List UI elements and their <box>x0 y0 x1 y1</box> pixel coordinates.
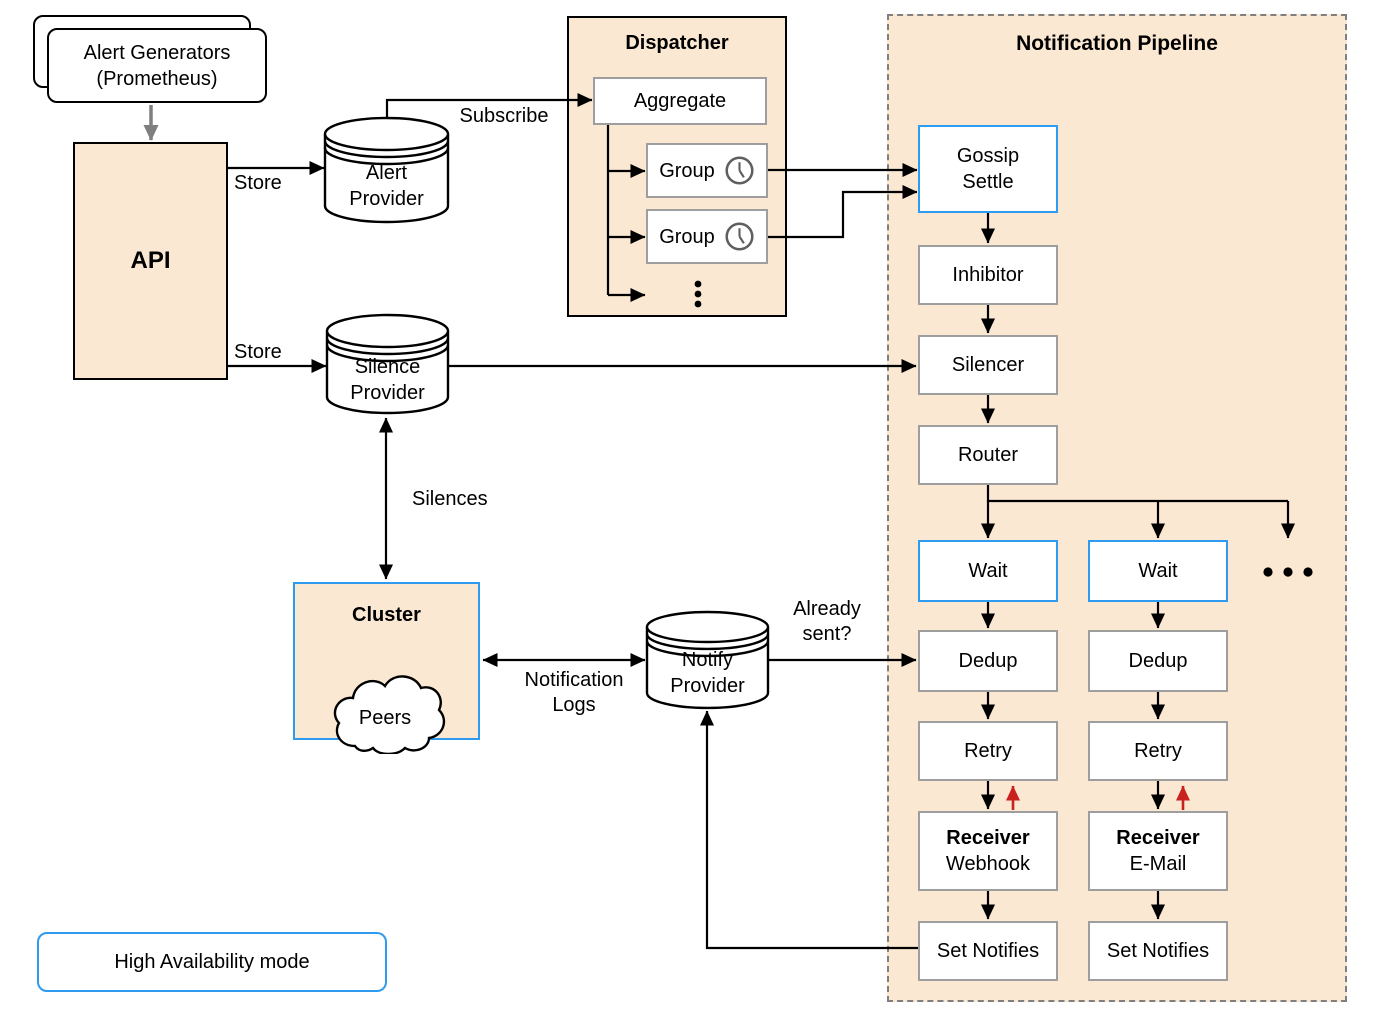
cluster-box: Cluster Peers <box>293 582 480 756</box>
notification-pipeline-title: Notification Pipeline <box>1016 32 1218 55</box>
retry2-label: Retry <box>1134 740 1182 762</box>
api-label: API <box>130 247 171 275</box>
receiver2-title: Receiver <box>1116 827 1200 849</box>
high-availability-mode-label: High Availability mode <box>114 951 310 973</box>
dedup2-label: Dedup <box>1128 650 1188 672</box>
receiver1-title: Receiver <box>946 827 1030 849</box>
wait-box-2: Wait <box>1088 540 1228 602</box>
set-notifies1-label: Set Notifies <box>936 940 1040 962</box>
router-label: Router <box>957 444 1019 466</box>
already-sent-label: Already sent? <box>793 598 861 645</box>
notification-logs-label: Notification Logs <box>524 669 624 716</box>
retry-box-1: Retry <box>918 721 1058 781</box>
gossip-settle-label: Gossip Settle <box>956 145 1020 193</box>
api-box: API <box>73 142 228 380</box>
group-box-2: Group <box>646 209 768 264</box>
dedup-box-2: Dedup <box>1088 630 1228 692</box>
router-box: Router <box>918 425 1058 485</box>
group1-label: Group <box>659 159 715 182</box>
dispatcher-title: Dispatcher <box>625 32 729 54</box>
gossip-settle-box: Gossip Settle <box>918 125 1058 213</box>
wait1-label: Wait <box>968 560 1008 582</box>
receiver1-type: Webhook <box>945 853 1031 875</box>
dedup-box-1: Dedup <box>918 630 1058 692</box>
silencer-box: Silencer <box>918 335 1058 395</box>
store-label-bottom: Store <box>234 341 282 363</box>
silences-label: Silences <box>412 488 488 510</box>
alert-provider-label: Alert Provider <box>349 162 424 210</box>
wait2-label: Wait <box>1138 560 1178 582</box>
receiver-email-box: Receiver E-Mail <box>1088 811 1228 891</box>
group2-label: Group <box>659 225 715 248</box>
retry-box-2: Retry <box>1088 721 1228 781</box>
aggregate-label: Aggregate <box>633 90 727 112</box>
store-label-top: Store <box>234 172 282 194</box>
subscribe-label: Subscribe <box>459 105 549 127</box>
set-notifies-box-2: Set Notifies <box>1088 921 1228 981</box>
wait-box-1: Wait <box>918 540 1058 602</box>
alert-generators-label: Alert Generators (Prometheus) <box>83 41 231 90</box>
set-notifies-box-1: Set Notifies <box>918 921 1058 981</box>
clock-icon <box>725 156 754 185</box>
high-availability-mode-box: High Availability mode <box>37 932 387 992</box>
group-box-1: Group <box>646 143 768 198</box>
inhibitor-box: Inhibitor <box>918 245 1058 305</box>
receiver-webhook-box: Receiver Webhook <box>918 811 1058 891</box>
dedup1-label: Dedup <box>958 650 1018 672</box>
peers-cloud: Peers <box>329 640 447 761</box>
aggregate-box: Aggregate <box>593 77 767 125</box>
silencer-label: Silencer <box>951 354 1025 376</box>
silence-provider-label: Silence Provider <box>350 356 425 404</box>
peers-label: Peers <box>359 707 411 729</box>
receiver2-type: E-Mail <box>1129 853 1187 875</box>
notify-provider-label: Notify Provider <box>670 649 745 697</box>
inhibitor-label: Inhibitor <box>952 264 1024 286</box>
set-notifies2-label: Set Notifies <box>1106 940 1210 962</box>
alert-generators-box: Alert Generators (Prometheus) <box>47 28 267 103</box>
cluster-title: Cluster <box>352 604 421 626</box>
clock-icon <box>725 222 754 251</box>
retry1-label: Retry <box>964 740 1012 762</box>
